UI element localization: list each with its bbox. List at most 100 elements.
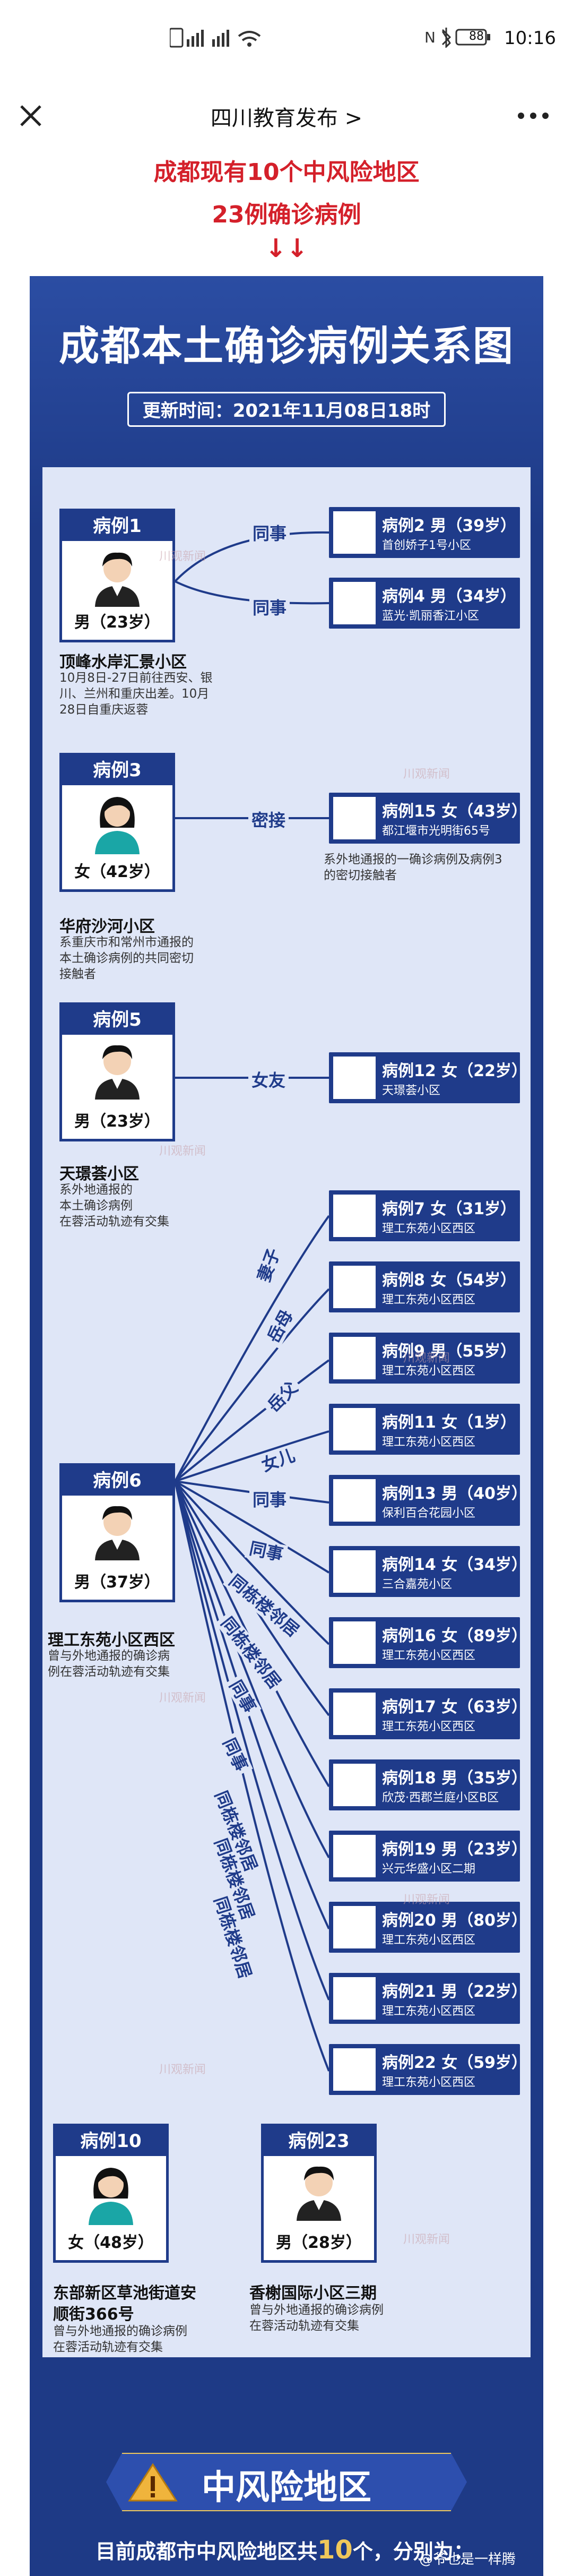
- watermark: 川观新闻: [159, 1145, 206, 1158]
- case-desc: 系外地通报的本土确诊病例在蓉活动轨迹有交集: [59, 1183, 169, 1229]
- case-pill: 病例22 女（59岁）理工东苑小区西区: [329, 2044, 527, 2095]
- watermark: 川观新闻: [403, 1352, 450, 1365]
- watermark: 川观新闻: [403, 768, 450, 781]
- relation-label: 同事: [249, 520, 290, 545]
- page-title[interactable]: 四川教育发布 >: [210, 106, 363, 131]
- case-label: 病例10: [56, 2126, 166, 2156]
- case-location: 顶峰水岸汇景小区: [59, 653, 187, 672]
- case-pill: 病例11 女（1岁）理工东苑小区西区: [329, 1404, 520, 1455]
- watermark: 川观新闻: [159, 550, 206, 563]
- avatar-icon: [333, 1550, 376, 1593]
- male-avatar-icon: [88, 1501, 147, 1562]
- avatar-icon: [333, 582, 376, 624]
- poster-title: 成都本土确诊病例关系图: [59, 322, 514, 370]
- case-desc: 曾与外地通报的确诊病例在蓉活动轨迹有交集: [48, 1649, 170, 1679]
- case-gender-age: 男（28岁）: [276, 2234, 362, 2252]
- battery-level: 88: [469, 30, 484, 43]
- battery-icon: N: [424, 27, 493, 50]
- avatar-icon: [333, 1693, 376, 1735]
- relation-label: 同事: [249, 595, 290, 619]
- close-icon[interactable]: [16, 101, 46, 131]
- case-pill: 病例14 女（34岁）三合嘉苑小区: [329, 1546, 527, 1597]
- case-label: 病例6: [62, 1466, 172, 1496]
- case-label: 病例23: [264, 2126, 374, 2156]
- female-avatar-icon: [88, 791, 147, 856]
- case-desc: 曾与外地通报的确诊病例在蓉活动轨迹有交集: [249, 2303, 384, 2333]
- case-pill: 病例18 男（35岁）欣茂·西郡兰庭小区B区: [329, 1759, 527, 1810]
- status-bar: N 88 10:16: [0, 0, 573, 80]
- case-card-6: 病例6 男（37岁）: [59, 1463, 175, 1602]
- credit: @爷也是一样腾: [419, 2552, 516, 2568]
- case-pill: 病例2 男（39岁）首创娇子1号小区: [329, 507, 520, 558]
- avatar-icon: [333, 1266, 376, 1308]
- case-pill: 病例13 男（40岁）保利百合花园小区: [329, 1475, 527, 1526]
- clock: 10:16: [504, 28, 556, 49]
- case-desc: 曾与外地通报的确诊病例在蓉活动轨迹有交集: [53, 2324, 187, 2354]
- case-pill: 病例19 男（23岁）兴元华盛小区二期: [329, 1831, 527, 1882]
- male-avatar-icon: [88, 1040, 147, 1102]
- signal-icons: [169, 25, 271, 52]
- case-location: 天璟荟小区: [59, 1165, 139, 1183]
- case-pill: 病例15 女（43岁）都江堰市光明街65号: [329, 793, 527, 844]
- case-location: 香榭国际小区三期: [249, 2284, 377, 2303]
- case-pill: 病例7 女（31岁）理工东苑小区西区: [329, 1190, 520, 1241]
- male-avatar-icon: [88, 547, 147, 609]
- avatar-icon: [333, 1977, 376, 2020]
- case-label: 病例3: [62, 755, 172, 785]
- case-gender-age: 女（42岁）: [74, 863, 160, 881]
- case-card-3: 病例3 女（42岁）: [59, 753, 175, 892]
- case-gender-age: 女（48岁）: [68, 2234, 154, 2252]
- case-pill: 病例16 女（89岁）理工东苑小区西区: [329, 1617, 527, 1668]
- avatar-icon: [333, 1408, 376, 1450]
- male-avatar-icon: [289, 2161, 349, 2223]
- case-location: 理工东苑小区西区: [48, 1631, 175, 1650]
- avatar-icon: [333, 2048, 376, 2091]
- case-card-5: 病例5 男（23岁）: [59, 1002, 175, 1141]
- case-gender-age: 男（23岁）: [74, 1112, 160, 1131]
- nav-bar: 四川教育发布 >: [0, 80, 573, 154]
- risk-summary: 目前成都市中风险地区共10个，分别为：: [96, 2535, 474, 2565]
- svg-text:N: N: [424, 29, 436, 46]
- case-gender-age: 男（23岁）: [74, 613, 160, 632]
- case-pill: 病例20 男（80岁）理工东苑小区西区: [329, 1902, 527, 1953]
- watermark: 川观新闻: [403, 1893, 450, 1907]
- more-icon[interactable]: [515, 101, 552, 131]
- relation-label: 女友: [248, 1067, 289, 1092]
- case-pill: 病例12 女（22岁）天璟荟小区: [329, 1052, 527, 1103]
- warning-icon: [127, 2462, 178, 2505]
- avatar-icon: [333, 1337, 376, 1379]
- case-card-10: 病例10 女（48岁）: [53, 2124, 169, 2263]
- watermark: 川观新闻: [159, 1691, 206, 1705]
- case-card-1: 病例1 男（23岁）: [59, 509, 175, 642]
- update-time: 更新时间：2021年11月08日18时: [127, 392, 446, 427]
- badge-title: 中风险地区: [202, 2468, 371, 2508]
- case-pill: 病例21 男（22岁）理工东苑小区西区: [329, 1973, 527, 2024]
- female-avatar-icon: [81, 2161, 141, 2227]
- medium-risk-badge: 中风险地区: [106, 2453, 467, 2511]
- avatar-icon: [333, 1906, 376, 1948]
- case-location-2: 顺街366号: [53, 2305, 134, 2324]
- case-location: 华府沙河小区: [59, 917, 155, 936]
- relation-label: 同事: [249, 1487, 290, 1511]
- banner-line-1: 成都现有10个中风险地区: [153, 159, 420, 186]
- avatar-icon: [333, 1195, 376, 1237]
- avatar-icon: [333, 1057, 376, 1099]
- avatar-icon: [333, 1479, 376, 1522]
- case-pill: 病例17 女（63岁）理工东苑小区西区: [329, 1688, 527, 1739]
- case-card-23: 病例23 男（28岁）: [261, 2124, 377, 2263]
- banner-arrows: ↓↓: [265, 234, 308, 263]
- case-label: 病例5: [62, 1005, 172, 1035]
- case-pill: 病例8 女（54岁）理工东苑小区西区: [329, 1261, 520, 1312]
- avatar-icon: [333, 1835, 376, 1877]
- case-location: 东部新区草池街道安: [53, 2284, 196, 2303]
- case-desc: 系重庆市和常州市通报的本土确诊病例的共同密切接触者: [59, 935, 194, 981]
- case-pill: 病例4 男（34岁）蓝光·凯丽香江小区: [329, 578, 520, 629]
- watermark: 川观新闻: [159, 2063, 206, 2076]
- avatar-icon: [333, 1764, 376, 1806]
- case-label: 病例1: [62, 511, 172, 541]
- banner-line-2: 23例确诊病例: [212, 201, 361, 228]
- watermark: 川观新闻: [403, 2233, 450, 2246]
